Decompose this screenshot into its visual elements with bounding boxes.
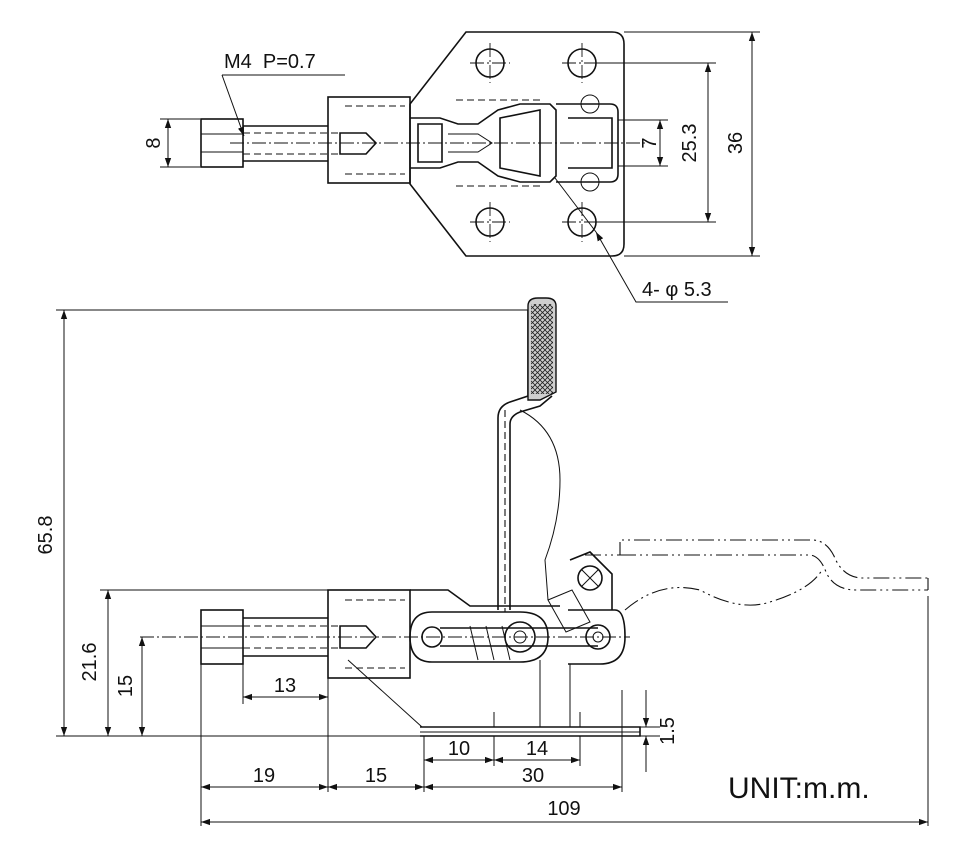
- dim-overall-height: 65.8: [35, 309, 528, 737]
- thread-callout-label: M4 P=0.7: [224, 51, 316, 73]
- dim-base-thickness: 1.5: [640, 690, 679, 772]
- dim-base-width-label: 36: [725, 132, 747, 154]
- dim-spindle-height-label: 15: [115, 675, 137, 697]
- dim-mount-length-label: 30: [522, 765, 544, 787]
- body-housing-side: [327, 589, 560, 728]
- base-plate-outline: [409, 31, 625, 257]
- dim-hex-width-label: 8: [143, 137, 165, 148]
- dim-body-length-label: 15: [365, 765, 387, 787]
- dim-thread-length: 13: [242, 664, 329, 704]
- dim-hex-width: 8: [143, 118, 200, 168]
- dim-spindle-offset: 19: [201, 765, 328, 791]
- dim-base-height-label: 21.6: [79, 643, 101, 682]
- dim-overall-height-label: 65.8: [35, 516, 57, 555]
- dim-base-width: 36: [624, 31, 760, 257]
- dim-hole-spacing-label: 25.3: [679, 124, 701, 163]
- dim-slot-width-label: 7: [639, 137, 661, 148]
- dim-base-height: 21.6: [79, 589, 328, 736]
- dim-thread-length-label: 13: [274, 675, 296, 697]
- spindle-housing: [327, 96, 411, 184]
- handle-open-phantom: [569, 539, 929, 611]
- mounting-holes: [470, 43, 602, 242]
- top-view: 8 M4 P=0.7 7 25.3 36 4-: [143, 31, 760, 303]
- dim-spindle-offset-label: 19: [253, 765, 275, 787]
- thread-callout: M4 P=0.7: [221, 51, 345, 137]
- threaded-spindle-top: [243, 125, 378, 162]
- hole-callout: 4- φ 5.3: [554, 177, 728, 303]
- hole-callout-label: 4- φ 5.3: [642, 279, 712, 301]
- dim-hole-pitch-label: 14: [526, 738, 548, 760]
- handle-closed: [497, 297, 561, 612]
- dim-hole-pitch: 14: [494, 738, 580, 764]
- dim-spindle-height: 15: [115, 637, 146, 736]
- dim-mount-length: 30: [424, 765, 622, 791]
- dim-body-length: 15: [328, 765, 424, 791]
- linkage-side: [409, 589, 626, 665]
- dim-hole-offset: 10: [424, 738, 494, 764]
- dim-overall-length-label: 109: [547, 798, 580, 820]
- dim-base-thickness-label: 1.5: [657, 717, 679, 745]
- unit-label: UNIT:m.m.: [728, 772, 870, 805]
- dim-slot-width: 7: [618, 119, 668, 167]
- dim-hole-spacing: 25.3: [598, 62, 716, 223]
- dim-hole-offset-label: 10: [448, 738, 470, 760]
- dim-overall-length: 109: [201, 798, 928, 826]
- threaded-spindle-side: [243, 617, 378, 657]
- side-view: 65.8 21.6 15 13 1.5 10: [35, 297, 929, 826]
